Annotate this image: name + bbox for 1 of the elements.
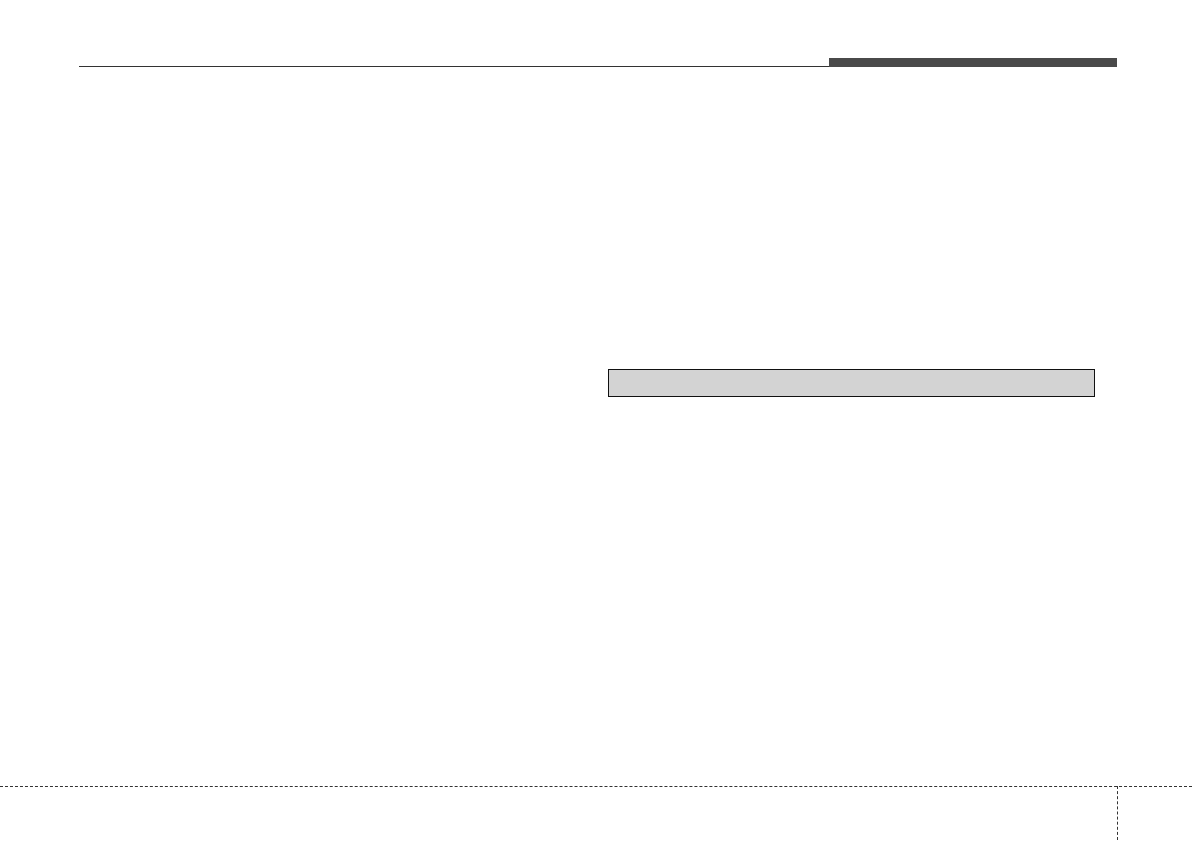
shaded-bar [608,369,1095,397]
